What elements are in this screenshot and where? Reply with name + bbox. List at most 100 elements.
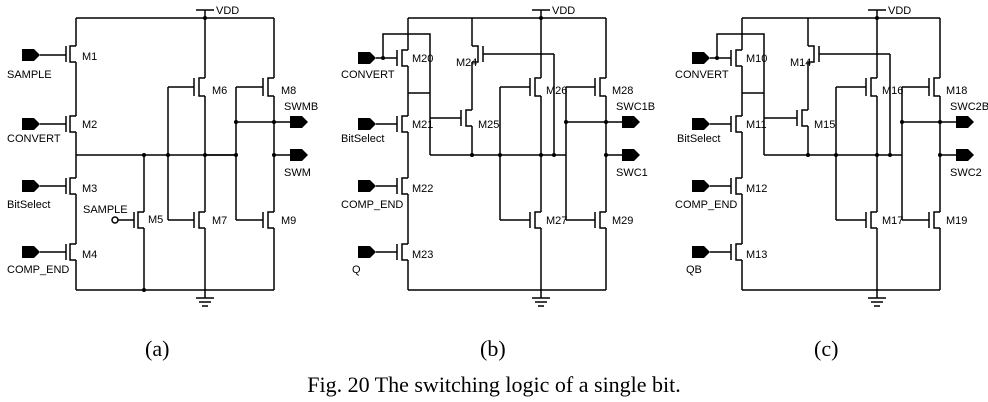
- input-label: CONVERT: [7, 133, 61, 145]
- transistor-m13: [710, 243, 742, 261]
- transistor-m19: [902, 211, 940, 229]
- input-label: BitSelect: [7, 199, 50, 211]
- input-label: BitSelect: [341, 133, 384, 145]
- sample-switch-label: SAMPLE: [83, 204, 128, 216]
- transistor-label: M6: [212, 85, 227, 97]
- transistor-m22: [376, 177, 408, 195]
- transistor-m10: [710, 49, 742, 67]
- input-label: SAMPLE: [7, 69, 52, 81]
- transistor-m21: [376, 115, 408, 133]
- panel-c: VDD CONVER: [675, 5, 988, 361]
- transistor-label: M2: [82, 119, 97, 131]
- output-label: SWC2B: [950, 101, 988, 113]
- transistor-label: M5: [148, 214, 163, 226]
- transistor-m8: [236, 77, 274, 97]
- transistor-label: M9: [281, 215, 296, 227]
- transistor-m7: [168, 211, 205, 229]
- transistor-m24: [472, 45, 510, 63]
- transistor-m18: [902, 77, 940, 97]
- transistor-label: M28: [612, 85, 633, 97]
- transistor-label: M7: [212, 215, 227, 227]
- port-qb: [692, 246, 710, 258]
- transistor-m26: [500, 77, 541, 97]
- transistor-m12: [710, 177, 742, 195]
- transistor-label: M21: [412, 119, 433, 131]
- transistor-label: M23: [412, 249, 433, 261]
- port-comp-end: [692, 180, 710, 192]
- output-label: SWC1B: [616, 101, 655, 113]
- transistor-label: M3: [82, 183, 97, 195]
- port-swc2: [956, 149, 974, 161]
- sub-label-b: (b): [480, 336, 506, 361]
- transistor-label: M18: [946, 85, 967, 97]
- transistor-m2: [40, 115, 76, 133]
- port-swc1b: [622, 116, 640, 128]
- port-q: [358, 246, 376, 258]
- output-label: SWMB: [284, 101, 318, 113]
- vdd-label: VDD: [888, 5, 911, 17]
- transistor-label: M15: [814, 119, 835, 131]
- transistor-m28: [566, 77, 606, 97]
- transistor-m15: [764, 109, 808, 127]
- transistor-m1: [40, 45, 76, 63]
- port-swc1: [622, 149, 640, 161]
- transistor-label: M19: [946, 215, 967, 227]
- transistor-label: M20: [412, 53, 433, 65]
- transistor-label: M12: [746, 183, 767, 195]
- transistor-label: M17: [882, 215, 903, 227]
- port-swm: [290, 149, 308, 161]
- transistor-m9: [236, 211, 274, 229]
- transistor-label: M11: [746, 119, 767, 131]
- input-label: COMP_END: [675, 199, 737, 211]
- port-bitselect: [692, 118, 710, 130]
- transistor-label: M4: [82, 249, 97, 261]
- transistor-m27: [500, 211, 541, 229]
- transistor-m17: [836, 211, 877, 229]
- output-label: SWM: [284, 167, 311, 179]
- port-swc2b: [956, 116, 974, 128]
- transistor-m6: [168, 77, 205, 97]
- transistor-label: M25: [478, 119, 499, 131]
- port-convert: [22, 118, 40, 130]
- port-bitselect: [358, 118, 376, 130]
- output-label: SWC1: [616, 167, 648, 179]
- input-label: Q: [352, 264, 361, 276]
- transistor-label: M29: [612, 215, 633, 227]
- port-comp-end: [22, 246, 40, 258]
- input-label: CONVERT: [675, 69, 729, 81]
- transistor-label: M16: [882, 85, 903, 97]
- port-convert: [692, 52, 710, 64]
- transistor-m11: [710, 115, 742, 133]
- port-bitselect: [22, 180, 40, 192]
- transistor-m4: [40, 243, 76, 261]
- port-swmb: [290, 116, 308, 128]
- transistor-m14: [808, 45, 846, 63]
- figure-caption: Fig. 20 The switching logic of a single …: [307, 372, 681, 397]
- transistor-m29: [566, 211, 606, 229]
- transistor-m20: [376, 49, 408, 67]
- transistor-m16: [836, 77, 877, 97]
- transistor-label: M13: [746, 249, 767, 261]
- transistor-label: M8: [281, 85, 296, 97]
- transistor-label: M1: [82, 51, 97, 63]
- transistor-label: M26: [546, 85, 567, 97]
- transistor-label: M10: [746, 53, 767, 65]
- output-label: SWC2: [950, 167, 982, 179]
- input-label: COMP_END: [341, 199, 403, 211]
- transistor-label: M24: [456, 57, 477, 69]
- transistor-label: M22: [412, 183, 433, 195]
- input-label: CONVERT: [341, 69, 395, 81]
- input-label: BitSelect: [677, 133, 720, 145]
- transistor-label: M14: [790, 57, 811, 69]
- transistor-m23: [376, 243, 408, 261]
- vdd-label: VDD: [216, 5, 239, 17]
- transistor-m25: [430, 109, 472, 127]
- sub-label-c: (c): [814, 336, 838, 361]
- input-label: QB: [686, 264, 702, 276]
- panel-b: VDD CONVER: [341, 5, 655, 361]
- input-label: COMP_END: [7, 264, 69, 276]
- transistor-m5: [111, 155, 145, 290]
- port-sample: [22, 49, 40, 61]
